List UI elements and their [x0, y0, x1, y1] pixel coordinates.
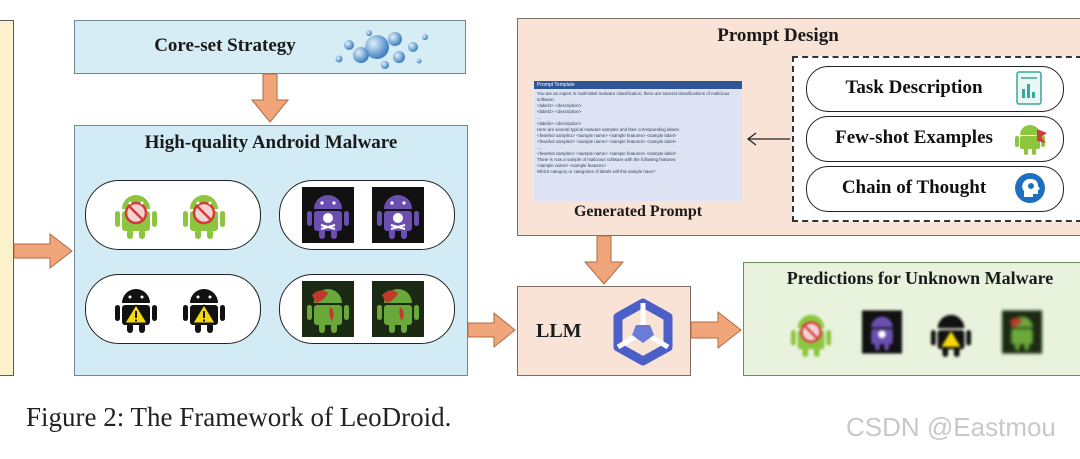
task-description-label: Task Description — [845, 77, 983, 98]
prompt-template-line: There is now a sample of malicious softw… — [537, 157, 677, 162]
prompt-template-line: ... — [537, 145, 541, 150]
task-description-pill: Task Description — [806, 66, 1064, 112]
llm-logo-icon — [613, 298, 673, 366]
few-shot-examples-label: Few-shot Examples — [835, 127, 993, 148]
prompt-template-line: You are an expert in multi-label malware… — [537, 91, 730, 102]
prompt-design-title: Prompt Design — [717, 25, 839, 46]
prompt-template-line: Which category or categories of labels w… — [537, 169, 656, 174]
prompt-template-line: <fewshot sample2> <sample name> <sample … — [537, 139, 677, 144]
generated-prompt-label: Generated Prompt — [573, 203, 703, 220]
prompt-template-line: <fewshot samplen> <sample name> <sample … — [537, 151, 677, 156]
figure-caption: Figure 2: The Framework of LeoDroid. — [26, 402, 452, 432]
arrow-input-to-malware — [13, 232, 73, 270]
prompt-template-body: You are an expert in multi-label malware… — [534, 89, 742, 177]
input-panel — [0, 20, 14, 376]
malware-dataset-box: High-quality Android Malware — [74, 125, 468, 376]
prompt-template-line: <fewshot sample1> <sample name> <sample … — [537, 133, 677, 138]
sample-group-warning — [85, 274, 261, 344]
android-infected-icon — [1002, 310, 1042, 354]
chain-of-thought-label: Chain of Thought — [841, 177, 987, 198]
prompt-template-line: <labeln> <description> — [537, 121, 582, 126]
document-chart-icon — [1016, 71, 1042, 105]
android-skull-icon — [372, 187, 424, 243]
watermark: CSDN @Eastmou — [846, 412, 1056, 442]
prompt-template-line: <label1> <description> — [537, 103, 582, 108]
chain-of-thought-pill: Chain of Thought — [806, 166, 1064, 212]
android-infected-icon — [302, 281, 354, 337]
android-skull-icon — [862, 310, 902, 354]
prompt-template-card: Prompt Template You are an expert in mul… — [534, 81, 742, 201]
molecule-cluster-icon — [335, 30, 428, 69]
prompt-template-line: ... — [537, 115, 541, 120]
prompt-template-line: <label2> <description> — [537, 109, 582, 114]
predictions-box: Predictions for Unknown Malware — [743, 262, 1080, 376]
sample-group-green — [85, 180, 261, 250]
coreset-title: Core-set Strategy — [154, 35, 296, 56]
android-warning-icon — [115, 289, 157, 333]
head-gears-icon — [1015, 173, 1045, 203]
coreset-strategy-box: Core-set Strategy — [74, 20, 466, 74]
malware-title: High-quality Android Malware — [144, 132, 398, 153]
android-skull-icon — [302, 187, 354, 243]
sample-group-purple — [279, 180, 455, 250]
prompt-template-line: <sample name> <sample features> — [537, 163, 607, 168]
sample-group-infected — [279, 274, 455, 344]
arrow-malware-to-llm — [467, 311, 516, 349]
android-malware-icon — [115, 195, 157, 239]
android-malware-icon — [1015, 125, 1047, 155]
llm-box: LLM — [517, 286, 691, 376]
arrow-prompt-to-llm — [583, 235, 625, 285]
llm-label: LLM — [536, 320, 582, 342]
android-warning-icon — [930, 314, 972, 357]
few-shot-examples-pill: Few-shot Examples — [806, 116, 1064, 162]
arrow-llm-to-predictions — [690, 310, 742, 350]
android-infected-icon — [372, 281, 424, 337]
android-malware-icon — [790, 314, 832, 357]
android-warning-icon — [183, 289, 225, 333]
predictions-title: Predictions for Unknown Malware — [786, 268, 1054, 288]
prompt-template-line: Here are several typical malware samples… — [537, 127, 680, 132]
prompt-template-header: Prompt Template — [534, 81, 742, 89]
android-malware-icon — [183, 195, 225, 239]
arrow-coreset-to-malware — [250, 73, 290, 123]
